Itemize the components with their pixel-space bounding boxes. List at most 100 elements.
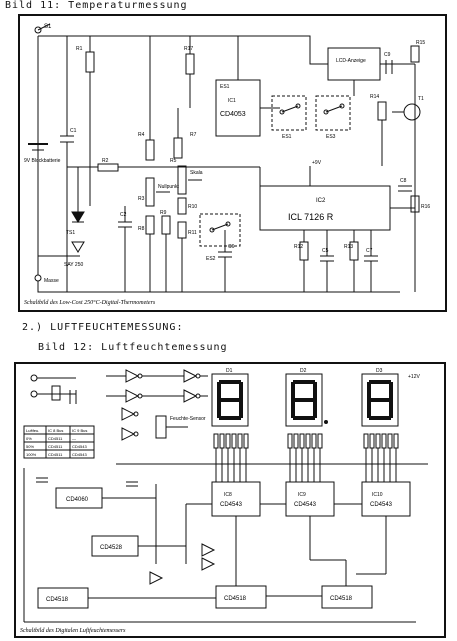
table-cell: Luftfeu. bbox=[26, 428, 39, 433]
ic9-cd4543 bbox=[285, 481, 335, 517]
gate-4 bbox=[183, 389, 198, 403]
resistor-r10 bbox=[177, 197, 187, 215]
gate-3 bbox=[183, 369, 198, 383]
switch-es1 bbox=[271, 95, 307, 131]
label-r13: R13 bbox=[344, 244, 353, 250]
label-d1: D1 bbox=[226, 368, 233, 374]
label-r15: R15 bbox=[416, 40, 425, 46]
label-sensor: Feuchte-Sensor bbox=[170, 416, 206, 422]
label-r16: R16 bbox=[421, 204, 430, 210]
table-cells: Luftfeu. IC 8 Bus IC 9 Bus 0% CD4511 — 5… bbox=[26, 428, 87, 457]
pot-nullpunkt bbox=[145, 177, 155, 207]
digit-8-d1 bbox=[217, 380, 243, 420]
label-lcd: LCD-Anzeige bbox=[336, 58, 366, 64]
label-s1: S1 bbox=[44, 24, 52, 30]
gate-8 bbox=[201, 557, 216, 571]
table-cell: CD4543 bbox=[72, 444, 87, 449]
label-d3: D3 bbox=[376, 368, 383, 374]
section-2-heading: 2.) LUFTFEUCHTEMESSUNG: bbox=[22, 322, 184, 333]
lcd-display bbox=[327, 47, 381, 81]
ic4-cd4518 bbox=[215, 585, 267, 609]
label-c1: C1 bbox=[70, 128, 77, 134]
label-d2: D2 bbox=[300, 368, 307, 374]
label-cd4060: CD4060 bbox=[66, 497, 89, 503]
figure-12-heading: Bild 12: Luftfeuchtemessung bbox=[38, 342, 228, 353]
table-cell: CD4543 bbox=[72, 452, 87, 457]
table-cell: CD4511 bbox=[48, 436, 63, 441]
label-masse: Masse bbox=[44, 278, 59, 284]
label-cd4053: CD4053 bbox=[220, 111, 246, 118]
label-cd4518-b: CD4518 bbox=[224, 596, 247, 602]
resistor-r17 bbox=[185, 53, 195, 75]
gate-2 bbox=[125, 389, 140, 403]
figure-11-heading: Bild 11: Temperaturmessung bbox=[5, 0, 188, 11]
resistor-r4 bbox=[145, 139, 155, 161]
label-r9: R9 bbox=[160, 210, 167, 216]
label-r17: R17 bbox=[184, 46, 193, 52]
label-r3: R3 bbox=[138, 196, 145, 202]
label-r14: R14 bbox=[370, 94, 379, 100]
table-cell: 50% bbox=[26, 444, 34, 449]
label-icl7126: ICL 7126 R bbox=[288, 212, 334, 222]
label-skala: Skala bbox=[190, 170, 203, 176]
pot-skala bbox=[177, 165, 187, 195]
label-say: SAY 250 bbox=[64, 262, 83, 268]
caption-humidity: Schaltbild des Digitalen Luftfeuchtemess… bbox=[20, 627, 126, 634]
gate-1 bbox=[125, 369, 140, 383]
label-cd4543-a: CD4543 bbox=[220, 502, 243, 508]
resistor-r15 bbox=[410, 45, 420, 63]
label-r11: R11 bbox=[188, 230, 197, 236]
label-cd4518-c: CD4518 bbox=[330, 596, 353, 602]
table-cell: CD4511 bbox=[48, 452, 63, 457]
label-es3-switch: ES3 bbox=[326, 134, 336, 140]
gate-7 bbox=[201, 543, 216, 557]
transistor-t1 bbox=[403, 103, 421, 121]
label-r8: R8 bbox=[138, 226, 145, 232]
resistor-r11 bbox=[177, 221, 187, 239]
table-cell: IC 8 Bus bbox=[48, 428, 63, 433]
label-r12: R12 bbox=[294, 244, 303, 250]
resistor-array-d3 bbox=[363, 433, 399, 449]
resistor-array-d2 bbox=[287, 433, 323, 449]
sensor-ts1 bbox=[71, 211, 85, 223]
table-cell: 0% bbox=[26, 436, 32, 441]
ground-terminal bbox=[34, 274, 42, 282]
label-ic9: IC9 bbox=[298, 492, 306, 498]
label-cd4543-c: CD4543 bbox=[370, 502, 393, 508]
label-c2: C2 bbox=[120, 212, 127, 218]
label-c9: C9 bbox=[384, 52, 391, 58]
label-es1: ES1 bbox=[220, 84, 230, 90]
label-r4: R4 bbox=[138, 132, 145, 138]
resistor-r7 bbox=[173, 137, 183, 159]
label-t1: T1 bbox=[418, 96, 424, 102]
label-c6: C6 bbox=[228, 244, 235, 250]
label-r1: R1 bbox=[76, 46, 83, 52]
table-cell: IC 9 Bus bbox=[72, 428, 87, 433]
label-cd4518-a: CD4518 bbox=[46, 597, 69, 603]
resistor-r14 bbox=[377, 101, 387, 121]
thermometer-schematic-panel: S1 R1 R17 R15 IC1 CD4053 ES1 ES1 ES3 LCD… bbox=[18, 14, 447, 312]
label-r2: R2 bbox=[102, 158, 109, 164]
label-r5: R5 bbox=[170, 158, 177, 164]
humidity-schematic-panel: D1 D2 D3 +12V IC8 CD4543 IC9 CD4543 IC10… bbox=[14, 362, 446, 638]
humidity-sensor bbox=[155, 415, 167, 439]
label-es1-switch: ES1 bbox=[282, 134, 292, 140]
digit-8-d2 bbox=[291, 380, 317, 420]
display-d3 bbox=[361, 373, 399, 427]
resistor-r1 bbox=[85, 51, 95, 73]
resistor-r1 bbox=[51, 385, 61, 401]
label-es2: ES2 bbox=[206, 256, 216, 262]
label-battery: 9V Blockbatterie bbox=[24, 158, 61, 164]
table-cell: 100% bbox=[26, 452, 37, 457]
label-c8: C8 bbox=[400, 178, 407, 184]
switch-es3 bbox=[315, 95, 351, 131]
resistor-r8 bbox=[145, 215, 155, 235]
ic10-cd4543 bbox=[361, 481, 411, 517]
digit-8-d3 bbox=[367, 380, 393, 420]
label-c7: C7 bbox=[366, 248, 373, 254]
label-ic2: IC2 bbox=[316, 198, 326, 204]
resistor-r2 bbox=[97, 163, 119, 172]
label-plus12v: +12V bbox=[408, 374, 420, 380]
resistor-array-d1 bbox=[213, 433, 249, 449]
thermometer-schematic: S1 R1 R17 R15 IC1 CD4053 ES1 ES1 ES3 LCD… bbox=[24, 23, 430, 306]
